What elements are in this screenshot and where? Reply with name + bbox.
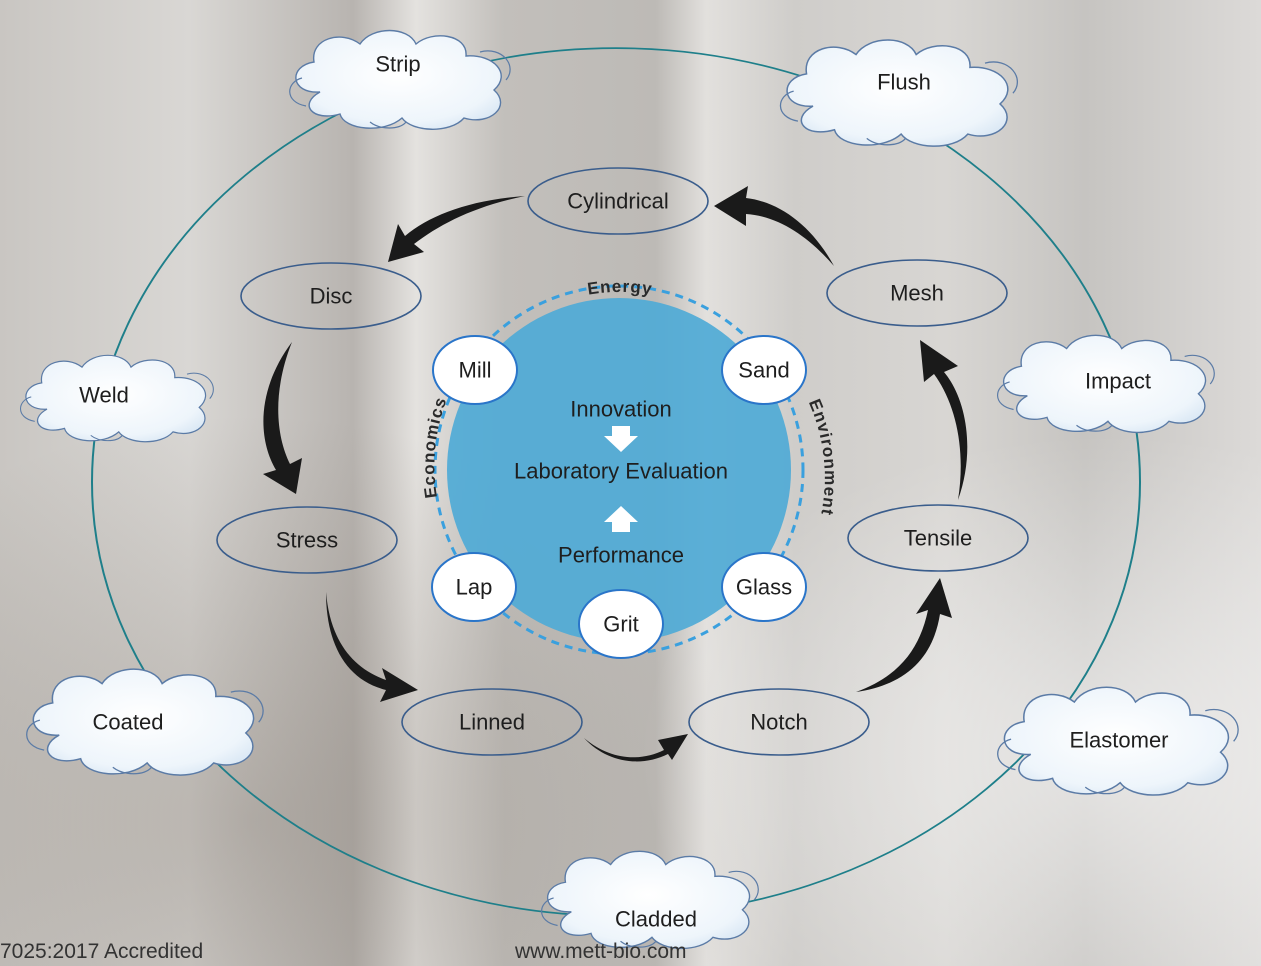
svg-text:Cylindrical: Cylindrical — [567, 189, 668, 214]
svg-text:Weld: Weld — [79, 383, 129, 408]
svg-text:Grit: Grit — [603, 612, 638, 637]
svg-text:Strip: Strip — [375, 52, 420, 77]
arrow-cylindrical-to-disc — [388, 196, 525, 262]
svg-text:Economics: Economics — [419, 394, 450, 499]
footer-website[interactable]: www.mett-bio.com — [515, 940, 687, 963]
cloud-impact: Impact — [996, 334, 1215, 434]
svg-text:Linned: Linned — [459, 710, 525, 735]
dashed-ring — [433, 284, 805, 656]
cloud-coated: Coated — [25, 668, 264, 776]
cycle-step-tensile: Tensile — [847, 504, 1029, 572]
svg-text:Sand: Sand — [738, 358, 789, 383]
arrow-tensile-to-mesh — [920, 340, 968, 500]
cycle-step-stress: Stress — [216, 506, 398, 574]
svg-text:Stress: Stress — [276, 528, 338, 553]
cloud-flush: Flush — [779, 39, 1019, 147]
inner-circle-grit: Grit — [578, 589, 664, 659]
arrow-mesh-to-cylindrical — [714, 186, 834, 266]
inner-circle-mill: Mill — [432, 335, 518, 405]
svg-text:Glass: Glass — [736, 575, 792, 600]
svg-text:Coated: Coated — [93, 710, 164, 735]
ring-label-economics: Economics — [419, 394, 449, 499]
cloud-strip: Strip — [289, 29, 511, 130]
svg-text:Mesh: Mesh — [890, 281, 944, 306]
inner-circle-sand: Sand — [721, 335, 807, 405]
inner-circle-glass: Glass — [721, 552, 807, 622]
svg-text:Cladded: Cladded — [615, 907, 697, 932]
cycle-step-notch: Notch — [688, 688, 870, 756]
svg-text:Disc: Disc — [310, 284, 353, 309]
svg-text:Environment: Environment — [805, 396, 840, 517]
cycle-arrows — [263, 186, 968, 762]
cloud-cladded: Cladded — [540, 850, 759, 950]
center-innovation: Innovation — [570, 397, 672, 422]
footer-accreditation: 7025:2017 Accredited — [0, 940, 204, 963]
center-performance: Performance — [558, 543, 684, 568]
cycle-step-mesh: Mesh — [826, 259, 1008, 327]
svg-text:Mill: Mill — [459, 358, 492, 383]
cycle-step-disc: Disc — [240, 262, 422, 330]
cycle-step-linned: Linned — [401, 688, 583, 756]
svg-text:Tensile: Tensile — [904, 526, 972, 551]
center-circle — [447, 298, 791, 642]
center-laboratory-evaluation: Laboratory Evaluation — [514, 459, 728, 484]
cloud-weld: Weld — [19, 354, 214, 443]
svg-text:Elastomer: Elastomer — [1069, 728, 1168, 753]
arrow-disc-to-stress — [263, 342, 302, 494]
arrow-notch-to-tensile — [856, 578, 952, 692]
down-arrow-icon — [604, 426, 638, 452]
cycle-step-cylindrical: Cylindrical — [527, 167, 709, 235]
svg-text:Impact: Impact — [1085, 369, 1151, 394]
arrow-linned-to-notch — [584, 734, 688, 762]
arrow-stress-to-linned — [326, 592, 418, 702]
ring-label-energy: Energy — [586, 277, 654, 299]
up-arrow-icon — [604, 506, 638, 532]
svg-text:Lap: Lap — [456, 575, 493, 600]
cloud-elastomer: Elastomer — [996, 686, 1239, 796]
svg-text:Flush: Flush — [877, 70, 931, 95]
ring-label-environment: Environment — [805, 396, 839, 517]
svg-text:Notch: Notch — [750, 710, 807, 735]
inner-circle-lap: Lap — [431, 552, 517, 622]
